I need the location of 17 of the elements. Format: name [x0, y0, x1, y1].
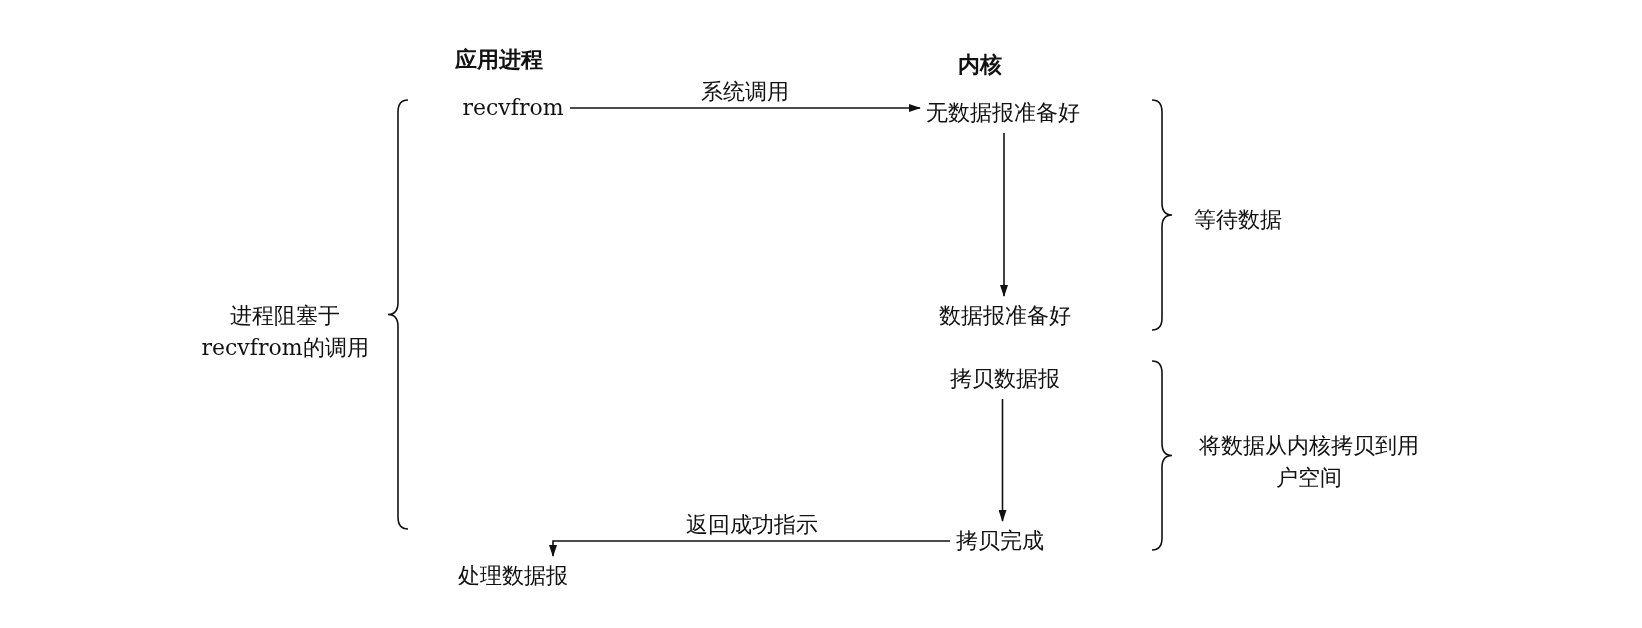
column-heading: 应用进程 — [455, 45, 543, 73]
step-text: 处理数据报 — [458, 562, 568, 590]
arrow — [549, 540, 951, 557]
arrow — [998, 398, 1007, 522]
edge-label: 返回成功指示 — [685, 511, 818, 539]
step-text: 数据报准备好 — [939, 302, 1071, 330]
annotation-text: 进程阻塞于 recvfrom的调用 — [200, 302, 370, 362]
edge-label: 系统调用 — [701, 78, 789, 106]
annotation-text: 等待数据 — [1194, 206, 1282, 234]
step-text: 无数据报准备好 — [926, 99, 1080, 127]
step-text: 拷贝完成 — [956, 527, 1044, 555]
arrow — [569, 104, 921, 112]
column-heading: 内核 — [958, 50, 1002, 78]
annotation-text: 将数据从内核拷贝到用户空间 — [1198, 432, 1420, 492]
step-text: recvfrom — [462, 94, 564, 122]
arrow — [1000, 132, 1008, 297]
step-text: 拷贝数据报 — [950, 365, 1060, 393]
